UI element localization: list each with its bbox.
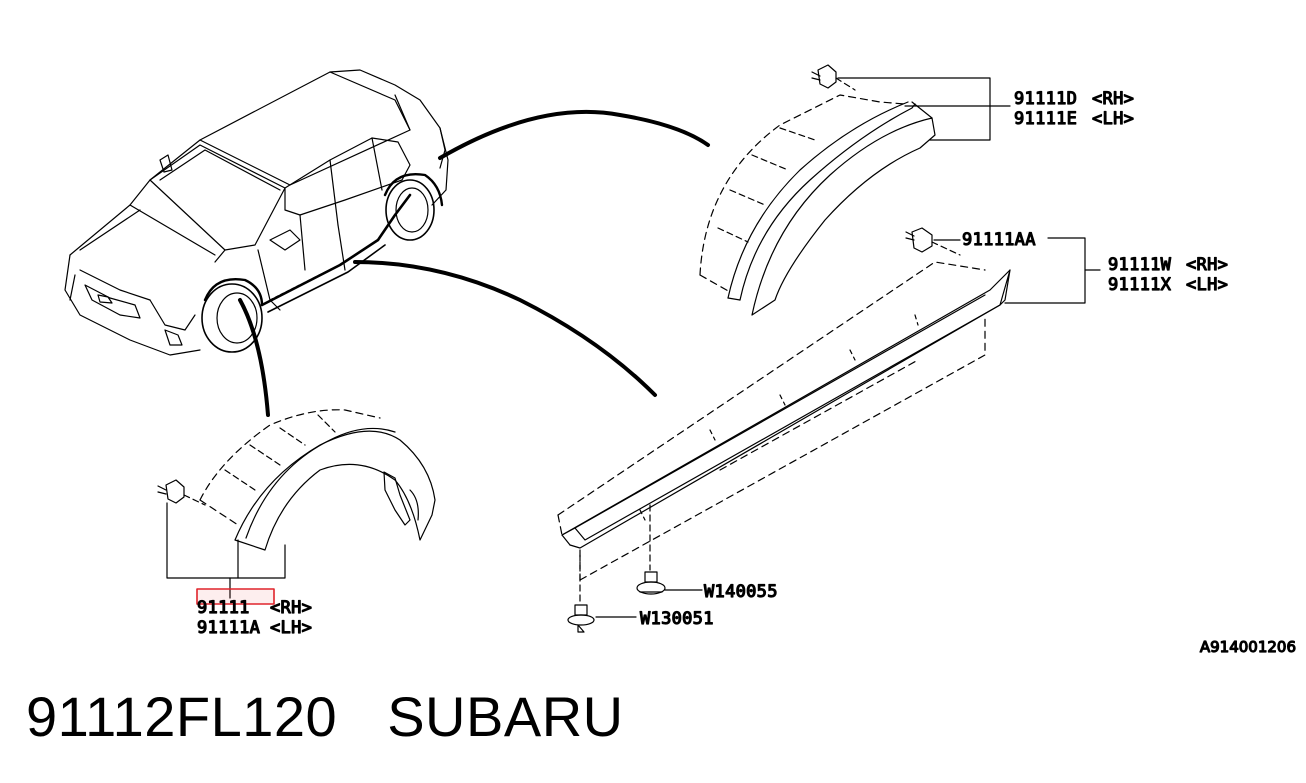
label-91111w-side: <RH> bbox=[1186, 255, 1228, 275]
side-sill-part bbox=[557, 227, 1101, 633]
rear-wheel-arch-part bbox=[699, 64, 1011, 316]
label-91111w[interactable]: 91111W bbox=[1107, 254, 1172, 275]
label-91111d-side: <RH> bbox=[1092, 89, 1134, 109]
label-91111e[interactable]: 91111E bbox=[1013, 108, 1077, 129]
front-wheel-arch-part bbox=[157, 409, 436, 599]
label-91111a-side: <LH> bbox=[270, 618, 312, 638]
label-91111-side: <RH> bbox=[270, 598, 312, 618]
label-91111a[interactable]: 91111A bbox=[196, 617, 260, 638]
label-91111d[interactable]: 91111D bbox=[1013, 88, 1077, 109]
label-91111aa[interactable]: 91111AA bbox=[961, 229, 1036, 250]
leader-curves bbox=[238, 109, 710, 417]
footer-caption: 91112FL120 SUBARU bbox=[26, 684, 624, 749]
brand-name: SUBARU bbox=[387, 685, 624, 748]
label-w130051[interactable]: W130051 bbox=[639, 608, 714, 629]
part-number: 91112FL120 bbox=[26, 685, 338, 748]
label-91111x-side: <LH> bbox=[1186, 275, 1228, 295]
label-w140055[interactable]: W140055 bbox=[703, 581, 778, 602]
car-illustration bbox=[64, 69, 449, 356]
highlight-box bbox=[196, 588, 275, 605]
label-91111x[interactable]: 91111X bbox=[1107, 274, 1172, 295]
label-91111e-side: <LH> bbox=[1092, 109, 1134, 129]
drawing-code: A914001206 bbox=[1200, 638, 1296, 656]
label-91111[interactable]: 91111 bbox=[196, 597, 250, 618]
